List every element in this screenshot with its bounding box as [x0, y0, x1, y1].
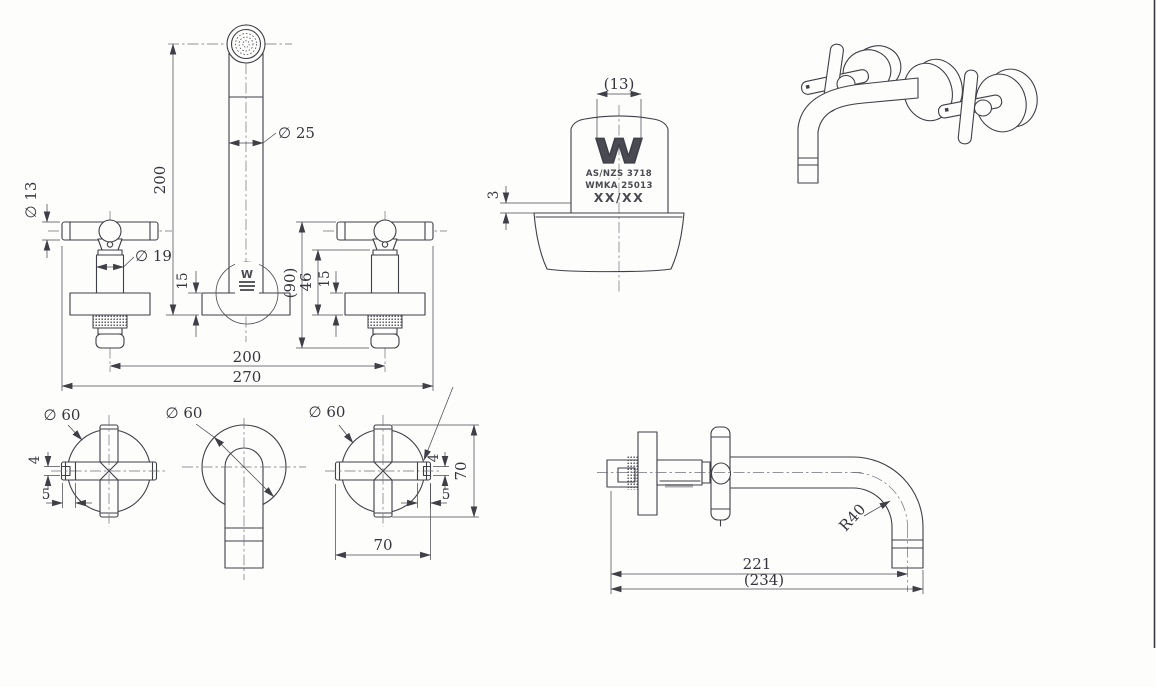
dim-mid-flange-diameter: ∅ 60: [166, 404, 203, 422]
dim-spout-diameter: ∅ 25: [278, 124, 315, 142]
aerator-face: [226, 24, 266, 64]
side-spout: [730, 456, 924, 569]
dim-left-notch-width: 4: [27, 456, 43, 465]
dim-reach: 221: [743, 555, 772, 573]
front-dimensions: ∅ 13 ∅ 19 ∅ 25 200 15 (90): [22, 43, 434, 391]
standard-text: AS/NZS 3718: [586, 169, 652, 179]
dim-spout-flange-thickness: 15: [175, 272, 191, 289]
front-view: W ∅ 13 ∅ 19 ∅ 25: [22, 24, 448, 391]
spout-front: W: [168, 24, 292, 342]
watermark-detail-view: W AS/NZS 3718 WMKA 25013 XX/XX (13) 3: [486, 75, 685, 292]
dim-stem-diameter: ∅ 19: [135, 247, 172, 265]
dim-logo-width: (13): [604, 75, 635, 93]
dim-spout-height: 200: [151, 166, 169, 195]
dim-right-flange-diameter: ∅ 60: [309, 403, 346, 421]
dim-handle-centres: 200: [233, 348, 262, 366]
dim-left-flange-diameter: ∅ 60: [44, 406, 81, 424]
dim-handle-height: 70: [452, 461, 470, 480]
watermark-logo: W: [595, 132, 644, 172]
micro-mark-lines: [239, 281, 255, 291]
dim-right-notch-width: 4: [426, 454, 442, 463]
licence-text: WMKA 25013: [585, 181, 653, 191]
escutcheon-body: [570, 115, 669, 214]
batch-text: XX/XX: [594, 190, 645, 205]
left-handle-plan: [50, 414, 168, 528]
dim-handle-bar-diameter: ∅ 13: [22, 182, 40, 219]
dim-overall-width: 270: [233, 368, 262, 386]
dim-bend-radius: R40: [835, 500, 869, 535]
spout-plan: ∅ 60: [166, 404, 306, 580]
dim-handle-body-depth: 46: [297, 272, 315, 291]
isometric-view: [797, 43, 1038, 184]
watermark-logo-small: W: [241, 268, 253, 281]
dim-handle-width: 70: [373, 536, 392, 554]
escutcheon-skirt: [533, 212, 685, 273]
dim-right-notch-depth: 5: [442, 487, 451, 503]
dim-mark-depth: 3: [486, 191, 502, 200]
left-handle-front: [47, 210, 173, 373]
side-view: R40 221 (234): [597, 426, 924, 594]
iso-spout: [797, 77, 919, 184]
dim-overall-reach: (234): [744, 571, 784, 589]
spout-wall-flange: [201, 292, 291, 316]
side-wall-flange: [637, 431, 658, 516]
plan-views: ∅ 60 4 5 ∅ 60 ∅ 60: [27, 386, 479, 580]
dim-handle-flange-thickness: 15: [317, 270, 333, 287]
dim-left-notch-depth: 5: [42, 487, 51, 503]
dim-handle-overall-depth: (90): [281, 268, 299, 299]
